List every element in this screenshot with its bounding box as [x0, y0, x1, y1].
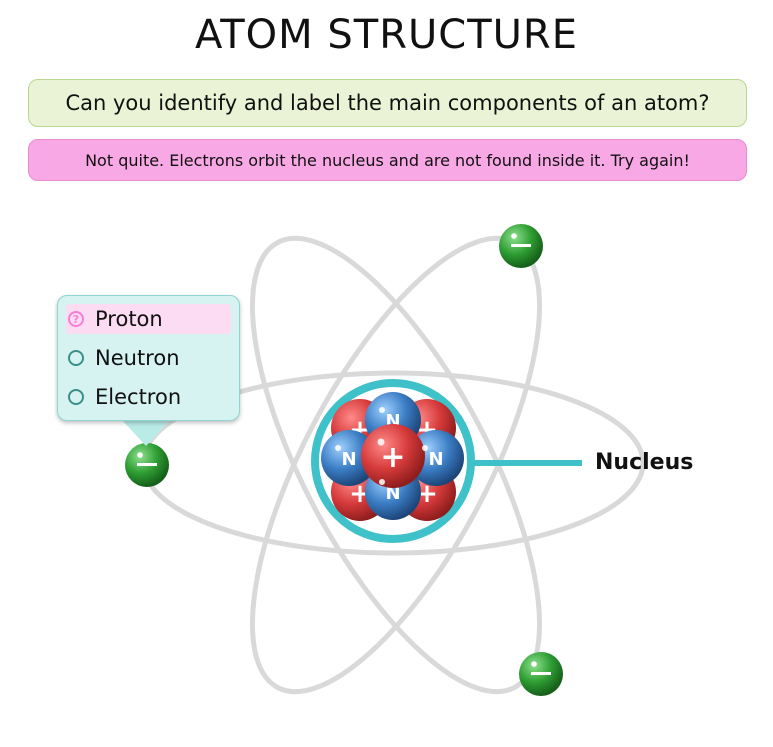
option-label: Electron — [95, 385, 182, 409]
option-label: Neutron — [95, 346, 180, 370]
neutron-symbol: N — [385, 483, 400, 504]
radio-icon — [68, 389, 84, 405]
feedback-text: Not quite. Electrons orbit the nucleus a… — [85, 150, 690, 170]
neutron-particle: N — [321, 430, 377, 486]
orbit-tilted-left — [249, 235, 543, 695]
proton-symbol: + — [349, 479, 371, 509]
label-menu: ? Proton Neutron Electron — [57, 295, 240, 421]
feedback-banner: Not quite. Electrons orbit the nucleus a… — [28, 139, 747, 181]
option-electron[interactable]: Electron — [66, 382, 231, 412]
proton-particle-center: + — [361, 424, 425, 488]
option-label: Proton — [95, 307, 163, 331]
nucleus-label: Nucleus — [595, 450, 694, 475]
electron-top[interactable] — [499, 224, 543, 268]
label-menu-pointer — [122, 420, 170, 446]
question-banner: Can you identify and label the main comp… — [28, 79, 747, 127]
option-proton[interactable]: ? Proton — [66, 304, 231, 334]
option-neutron[interactable]: Neutron — [66, 343, 231, 373]
nucleus-particles: + + + + N N N N — [321, 392, 464, 521]
electron-left[interactable] — [125, 443, 169, 487]
page-title: ATOM STRUCTURE — [194, 12, 578, 58]
neutron-symbol: N — [428, 449, 443, 470]
question-mark-icon: ? — [68, 311, 84, 327]
proton-symbol: + — [416, 479, 438, 509]
neutron-symbol: N — [341, 449, 356, 470]
highlight-dots — [335, 407, 428, 485]
question-text: Can you identify and label the main comp… — [65, 91, 710, 115]
radio-icon — [68, 350, 84, 366]
electron-bottom[interactable] — [519, 652, 563, 696]
proton-symbol: + — [380, 440, 405, 475]
